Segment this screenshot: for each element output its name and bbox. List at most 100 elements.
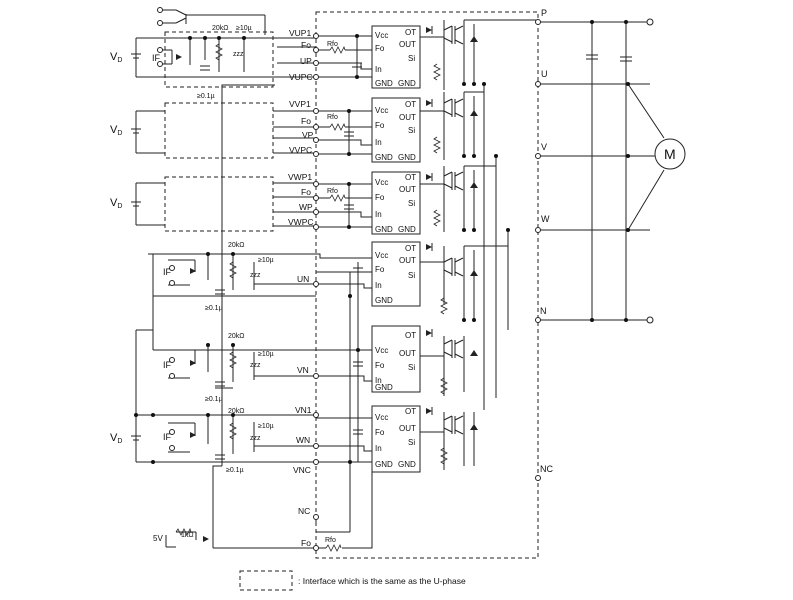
svg-text:≥10µ: ≥10µ [258,423,274,430]
svg-text:Si: Si [408,438,415,447]
svg-text:Fo: Fo [375,265,385,274]
svg-text:Fo: Fo [375,361,385,370]
svg-text:Fo: Fo [375,121,385,130]
svg-text:In: In [375,65,382,74]
igbt-symbols [443,25,464,435]
svg-text:VUP1: VUP1 [289,28,311,38]
if-labels: IF IF IF IF [152,53,172,442]
svg-text:VVP1: VVP1 [289,99,311,109]
svg-text:Vcc: Vcc [375,106,388,115]
svg-text:In: In [375,281,382,290]
component-labels: 20kΩ ≥10µ ≥0.1µ zzz 20kΩ ≥10µ zzz ≥0.1µ … [153,25,338,544]
svg-text:WP: WP [299,202,313,212]
svg-text:VD: VD [110,51,122,64]
svg-text:zzz: zzz [233,51,244,58]
svg-text:GND: GND [375,153,393,162]
svg-text:VD: VD [110,432,122,445]
module-wiring [131,9,665,549]
svg-text:IF: IF [163,432,172,442]
svg-text:In: In [375,444,382,453]
svg-text:Rfo: Rfo [327,188,338,195]
resistors [175,43,448,552]
interface-box-w [164,176,274,232]
svg-text:OUT: OUT [399,185,416,194]
svg-text:Vcc: Vcc [375,251,388,260]
svg-text:UP: UP [300,56,312,66]
svg-text:20kΩ: 20kΩ [212,25,229,32]
terminal-circles [157,7,654,551]
svg-text:Fo: Fo [375,44,385,53]
svg-text:Si: Si [408,54,415,63]
svg-text:GND: GND [398,79,416,88]
svg-text:VVPC: VVPC [289,145,312,155]
svg-text:In: In [375,376,382,385]
svg-text:GND: GND [398,153,416,162]
svg-text:WN: WN [296,435,310,445]
module-outline [315,11,539,559]
motor-label: M [664,146,676,162]
svg-text:≥10µ: ≥10µ [258,351,274,358]
svg-text:20kΩ: 20kΩ [228,242,245,249]
svg-text:IF: IF [163,267,172,277]
svg-text:VD: VD [110,124,122,137]
svg-text:Vcc: Vcc [375,31,388,40]
svg-text:20kΩ: 20kΩ [228,408,245,415]
legend-box [239,570,293,591]
interface-box-v [164,102,274,159]
svg-text:Si: Si [408,126,415,135]
legend-text: : Interface which is the same as the U-p… [298,576,466,586]
svg-text:≥0.1µ: ≥0.1µ [197,93,215,100]
svg-text:OT: OT [405,100,416,109]
svg-text:N: N [540,306,547,316]
svg-text:OUT: OUT [399,40,416,49]
svg-text:Fo: Fo [301,538,311,548]
svg-text:NC: NC [540,464,553,474]
svg-text:V: V [541,142,547,152]
svg-text:OT: OT [405,28,416,37]
svg-text:Vcc: Vcc [375,413,388,422]
svg-text:5V: 5V [153,534,163,543]
svg-text:Fo: Fo [301,187,311,197]
svg-text:In: In [375,210,382,219]
svg-text:≥0.1µ: ≥0.1µ [226,467,244,474]
svg-text:zzz: zzz [250,435,261,442]
svg-text:OUT: OUT [399,256,416,265]
svg-text:Vcc: Vcc [375,178,388,187]
svg-text:OT: OT [405,331,416,340]
terminal-labels: VUP1 Fo UP VUPC VVP1 Fo VP VVPC VWP1 Fo … [288,28,314,548]
svg-text:≥10µ: ≥10µ [236,25,252,32]
ic-boxes [371,25,421,473]
output-labels: P U V W N NC [540,8,553,474]
svg-text:In: In [375,138,382,147]
svg-text:OUT: OUT [399,349,416,358]
svg-text:U: U [541,69,548,79]
svg-text:20kΩ: 20kΩ [228,333,245,340]
svg-text:GND: GND [375,383,393,392]
svg-text:UN: UN [297,274,309,284]
svg-text:≥0.1µ: ≥0.1µ [205,396,223,403]
svg-text:VD: VD [110,197,122,210]
svg-text:IF: IF [163,360,172,370]
svg-text:GND: GND [398,225,416,234]
svg-text:Fo: Fo [301,116,311,126]
svg-text:VWP1: VWP1 [288,172,312,182]
svg-text:VN: VN [297,365,309,375]
svg-text:Fo: Fo [375,193,385,202]
svg-text:Rfo: Rfo [325,537,336,544]
svg-text:Si: Si [408,271,415,280]
svg-text:Si: Si [408,199,415,208]
svg-text:NC: NC [298,506,310,516]
svg-text:Rfo: Rfo [327,114,338,121]
svg-text:≥0.1µ: ≥0.1µ [205,305,223,312]
svg-text:IF: IF [152,53,161,63]
supply-labels: VD VD VD VD [110,51,122,445]
svg-text:GND: GND [398,460,416,469]
svg-text:VN1: VN1 [295,405,312,415]
svg-text:VWPC: VWPC [288,217,314,227]
svg-text:OUT: OUT [399,424,416,433]
junction-dots [134,20,630,464]
svg-text:OT: OT [405,244,416,253]
svg-text:GND: GND [375,225,393,234]
